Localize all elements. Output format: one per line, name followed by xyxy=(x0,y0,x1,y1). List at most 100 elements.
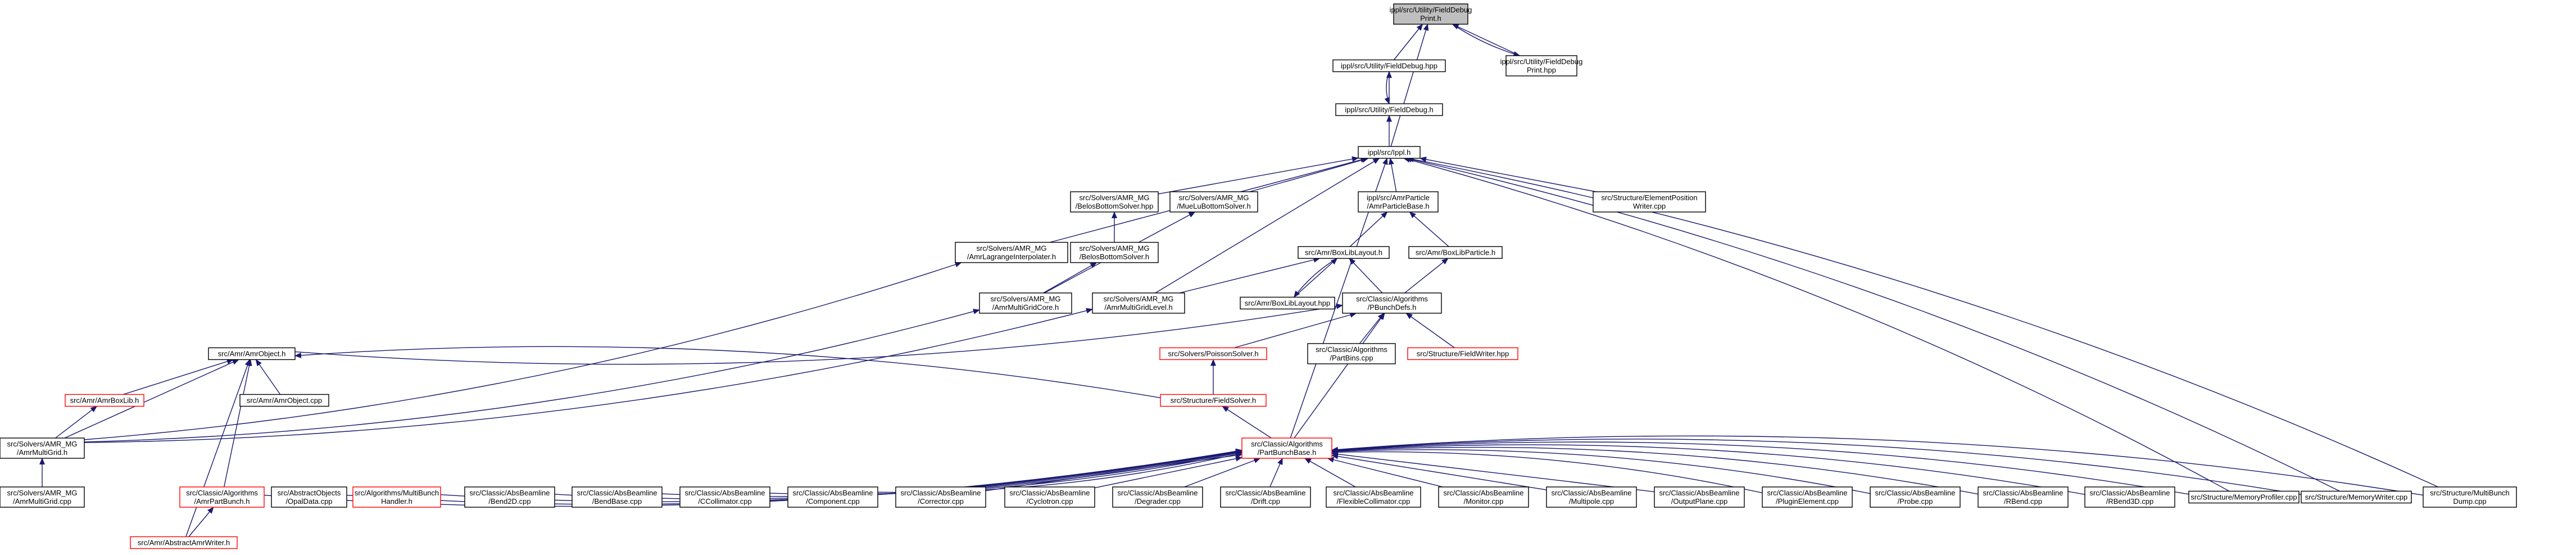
edge-pbins-to-pbd-h xyxy=(1359,313,1385,344)
graph-node-amg-cpp[interactable]: src/Solvers/AMR_MG/AmrMultiGrid.cpp xyxy=(0,486,85,508)
graph-node-mlbs-h[interactable]: src/Solvers/AMR_MG/MueLuBottomSolver.h xyxy=(1169,191,1258,213)
graph-node-oplane[interactable]: src/Classic/AbsBeamline/OutputPlane.cpp xyxy=(1654,486,1745,508)
node-label: src/Classic/AbsBeamline xyxy=(1443,489,1523,497)
graph-node-degr[interactable]: src/Classic/AbsBeamline/Degrader.cpp xyxy=(1112,486,1203,508)
node-box xyxy=(130,536,238,549)
edge-mpole-to-pbb-h xyxy=(1331,453,1547,490)
graph-node-aobj-h[interactable]: src/Amr/AmrObject.h xyxy=(208,347,296,360)
graph-node-bend2d[interactable]: src/Classic/AbsBeamline/Bend2D.cpp xyxy=(464,486,555,508)
graph-node-mon[interactable]: src/Classic/AbsBeamline/Monitor.cpp xyxy=(1438,486,1529,508)
node-label: src/Solvers/AMR_MG xyxy=(7,489,78,497)
graph-node-bendbase[interactable]: src/Classic/AbsBeamline/BendBase.cpp xyxy=(572,486,663,508)
graph-node-sbs-hpp[interactable]: src/Solvers/AMR_MG/BelosBottomSolver.hpp xyxy=(1070,191,1159,213)
edge-sbs-hpp-to-ippl-h xyxy=(1158,156,1359,195)
node-label: /CCollimator.cpp xyxy=(698,497,751,506)
graph-node-apbunch[interactable]: src/Classic/Algorithms/AmrPartBunch.h xyxy=(179,486,265,508)
edge-fs-h-to-aobj-h xyxy=(294,346,1161,399)
node-box xyxy=(895,486,986,508)
graph-node-fw-hpp[interactable]: src/Structure/FieldWriter.hpp xyxy=(1407,347,1518,360)
graph-node-flexc[interactable]: src/Classic/AbsBeamline/FlexibleCollimat… xyxy=(1326,486,1421,508)
graph-node-aaw-h[interactable]: src/Amr/AbstractAmrWriter.h xyxy=(130,536,238,549)
node-label: src/Structure/MemoryWriter.cpp xyxy=(2305,493,2408,502)
node-label: /BelosBottomSolver.h xyxy=(1080,252,1149,261)
graph-node-pbins[interactable]: src/Classic/Algorithms/PartBins.cpp xyxy=(1307,343,1396,364)
node-label: src/Classic/AbsBeamline xyxy=(1875,489,1955,497)
graph-node-corr[interactable]: src/Classic/AbsBeamline/Corrector.cpp xyxy=(895,486,986,508)
graph-node-fd-h2[interactable]: ippl/src/Utility/FieldDebug.h xyxy=(1335,103,1443,116)
node-label: /AmrParticleBase.h xyxy=(1367,202,1429,210)
node-box xyxy=(1505,55,1577,76)
edge-flexc-to-pbb-h xyxy=(1304,458,1356,488)
graph-node-pbd-h[interactable]: src/Classic/Algorithms/PBunchDefs.h xyxy=(1342,292,1442,314)
node-label: /Drift.cpp xyxy=(1251,497,1280,506)
graph-node-memprof[interactable]: src/Structure/MemoryProfiler.cpp xyxy=(2188,490,2300,504)
graph-node-ccoll[interactable]: src/Classic/AbsBeamline/CCollimator.cpp xyxy=(679,486,770,508)
node-label: src/Classic/AbsBeamline xyxy=(1225,489,1305,497)
node-label: src/Structure/FieldSolver.h xyxy=(1171,396,1256,405)
graph-node-ps-h[interactable]: src/Solvers/PoissonSolver.h xyxy=(1159,347,1267,360)
graph-node-abll-h[interactable]: src/Amr/BoxLibLayout.h xyxy=(1298,246,1390,259)
edge-cyc-to-pbb-h xyxy=(1094,455,1242,489)
node-label: src/Classic/AbsBeamline xyxy=(1983,489,2063,497)
node-label: src/Classic/AbsBeamline xyxy=(684,489,765,497)
graph-node-comp[interactable]: src/Classic/AbsBeamline/Component.cpp xyxy=(787,486,878,508)
graph-node-bbs-h[interactable]: src/Solvers/AMR_MG/BelosBottomSolver.h xyxy=(1070,242,1159,263)
graph-node-amgl-h[interactable]: src/Solvers/AMR_MG/AmrMultiGridLevel.h xyxy=(1092,292,1185,314)
edge-pbb-h-to-pbd-h xyxy=(1294,313,1385,439)
graph-node-plugin[interactable]: src/Classic/AbsBeamline/PluginElement.cp… xyxy=(1762,486,1853,508)
node-label: ippl/src/Utility/FieldDebug xyxy=(1500,57,1583,66)
node-label: /Bend2D.cpp xyxy=(488,497,530,506)
edge-mbd-to-pbb-h xyxy=(1331,435,2424,496)
edge-abll-hpp-to-abll-h xyxy=(1294,258,1338,298)
graph-node-fd-hpp1[interactable]: ippl/src/Utility/FieldDebug.hpp xyxy=(1332,59,1446,73)
node-box xyxy=(1070,191,1159,213)
graph-node-pbb-h[interactable]: src/Classic/Algorithms/PartBunchBase.h xyxy=(1241,437,1332,459)
graph-node-ippl-h[interactable]: ippl/src/Ippl.h xyxy=(1358,146,1421,159)
graph-node-drift[interactable]: src/Classic/AbsBeamline/Drift.cpp xyxy=(1220,486,1311,508)
graph-node-amg-h[interactable]: src/Solvers/AMR_MG/AmrMultiGrid.h xyxy=(0,437,85,459)
node-label: src/Amr/BoxLibLayout.hpp xyxy=(1245,299,1330,308)
node-label: src/Amr/AmrObject.cpp xyxy=(247,396,322,405)
node-box xyxy=(1241,437,1332,459)
graph-node-abll-hpp[interactable]: src/Amr/BoxLibLayout.hpp xyxy=(1240,296,1335,310)
node-label: /PluginElement.cpp xyxy=(1776,497,1839,506)
graph-node-rbend[interactable]: src/Classic/AbsBeamline/RBend.cpp xyxy=(1978,486,2069,508)
node-box xyxy=(787,486,878,508)
node-box xyxy=(1358,191,1439,213)
node-box xyxy=(464,486,555,508)
graph-node-abl-h[interactable]: src/Amr/AmrBoxLib.h xyxy=(65,394,144,407)
graph-node-rbend3d[interactable]: src/Classic/AbsBeamline/RBend3D.cpp xyxy=(2084,486,2175,508)
node-box xyxy=(1298,246,1390,259)
graph-node-mpole[interactable]: src/Classic/AbsBeamline/Multipole.cpp xyxy=(1546,486,1637,508)
graph-node-memw[interactable]: src/Structure/MemoryWriter.cpp xyxy=(2301,490,2412,504)
graph-node-ali-h[interactable]: src/Solvers/AMR_MG/AmrLagrangeInterpolat… xyxy=(955,242,1068,263)
node-label: /PBunchDefs.h xyxy=(1368,303,1417,312)
node-box xyxy=(271,486,347,508)
graph-node-cyc[interactable]: src/Classic/AbsBeamline/Cyclotron.cpp xyxy=(1004,486,1095,508)
graph-node-opal[interactable]: src/AbstractObjects/OpalData.cpp xyxy=(271,486,347,508)
graph-node-apb-h[interactable]: ippl/src/AmrParticle/AmrParticleBase.h xyxy=(1358,191,1439,213)
graph-node-abp-h[interactable]: src/Amr/BoxLibParticle.h xyxy=(1408,246,1503,259)
graph-node-aobj-cpp[interactable]: src/Amr/AmrObject.cpp xyxy=(239,394,329,407)
node-label: Writer.cpp xyxy=(1633,202,1666,210)
node-label: /Cyclotron.cpp xyxy=(1026,497,1073,506)
node-label: src/Classic/Algorithms xyxy=(186,489,258,497)
edge-ps-h-to-pbd-h xyxy=(1233,312,1357,349)
node-label: src/Amr/BoxLibParticle.h xyxy=(1416,249,1495,257)
node-label: /AmrLagrangeInterpolater.h xyxy=(967,252,1056,261)
edge-apb-h-to-ippl-h xyxy=(1388,157,1397,192)
edge-degr-to-pbb-h xyxy=(1184,458,1261,488)
node-label: src/Solvers/AMR_MG xyxy=(977,244,1047,252)
graph-node-fs-h[interactable]: src/Structure/FieldSolver.h xyxy=(1160,394,1267,407)
node-label: /Probe.cpp xyxy=(1898,497,1933,506)
graph-node-amgc-h[interactable]: src/Solvers/AMR_MG/AmrMultiGridCore.h xyxy=(979,292,1072,314)
edge-abl-h-to-aobj-h xyxy=(123,359,234,395)
graph-node-probe[interactable]: src/Classic/AbsBeamline/Probe.cpp xyxy=(1870,486,1961,508)
node-label: Print.hpp xyxy=(1527,66,1556,74)
